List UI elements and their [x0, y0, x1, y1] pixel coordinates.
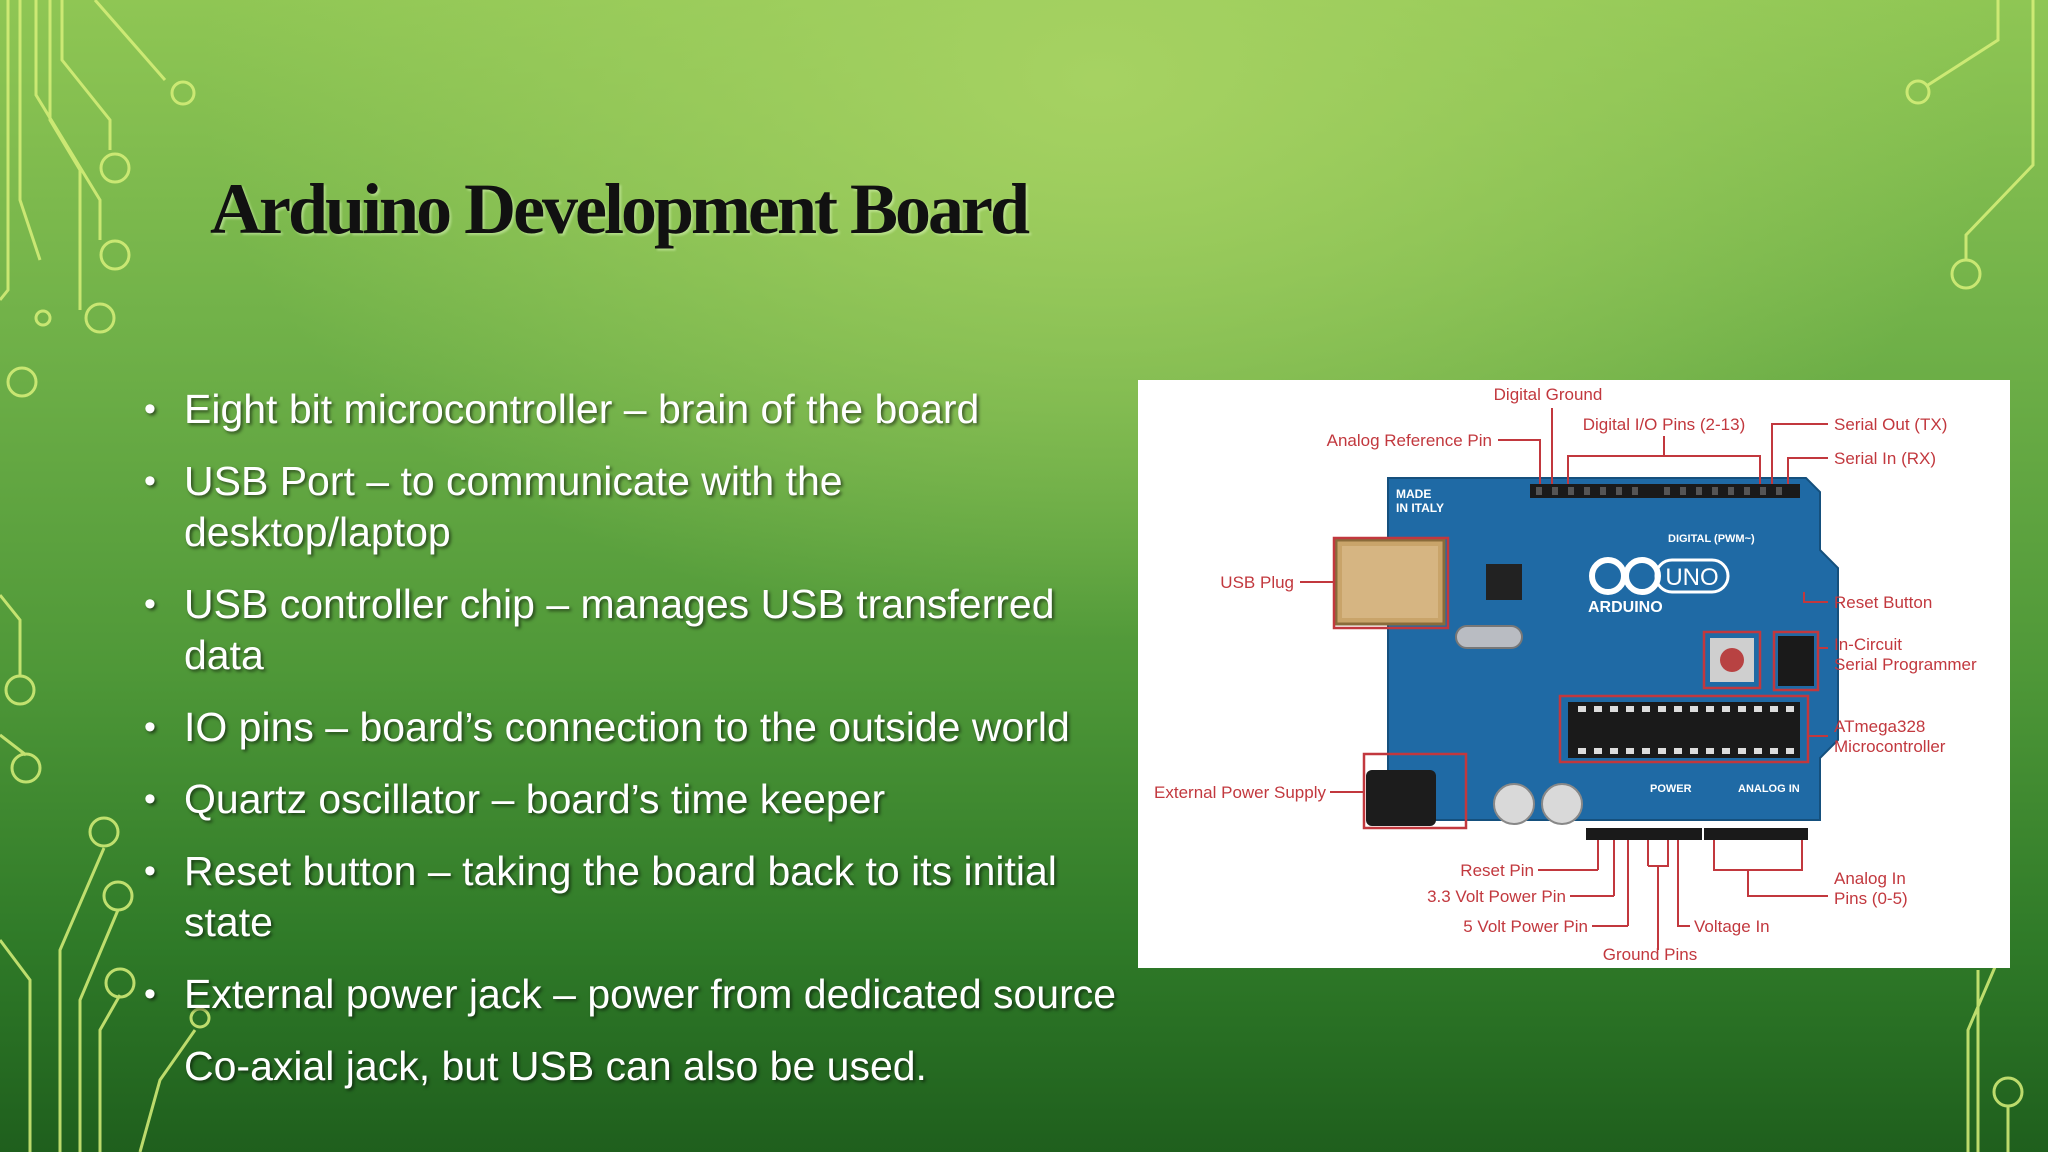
- label-ground-pins: Ground Pins: [1603, 945, 1698, 964]
- label-serial-in: Serial In (RX): [1834, 449, 1936, 468]
- label-mcu-1: ATmega328: [1834, 717, 1925, 736]
- bullet-item: USB controller chip – manages USB transf…: [140, 579, 1120, 681]
- label-icsp-1: In-Circuit: [1834, 635, 1902, 654]
- made-in-text-1: MADE: [1396, 487, 1431, 501]
- label-external-power-supply: External Power Supply: [1154, 783, 1326, 802]
- board-pcb: [1387, 477, 1839, 821]
- circuit-decoration-left: [0, 0, 211, 1152]
- bullet-item: External power jack – power from dedicat…: [140, 969, 1120, 1020]
- capacitor: [1493, 783, 1535, 825]
- power-marking: POWER: [1650, 783, 1692, 795]
- circuit-decoration-right: [1905, 0, 2035, 1152]
- usb-controller-chip: [1486, 564, 1522, 600]
- label-usb-plug: USB Plug: [1220, 573, 1294, 592]
- label-reset-button: Reset Button: [1834, 593, 1932, 612]
- board-brand-text: ARDUINO: [1588, 599, 1663, 616]
- arduino-board-diagram: UNO ARDUINO MADE IN ITALY DIGITAL (PWM~)…: [1138, 380, 2010, 968]
- slide-title: Arduino Development Board: [210, 169, 1030, 249]
- label-analog-reference-pin: Analog Reference Pin: [1327, 431, 1492, 450]
- label-mcu-2: Microcontroller: [1834, 737, 1946, 756]
- label-digital-io-pins: Digital I/O Pins (2-13): [1583, 415, 1746, 434]
- capacitor: [1541, 783, 1583, 825]
- power-jack: [1366, 770, 1436, 826]
- bullet-item: IO pins – board’s connection to the outs…: [140, 702, 1120, 753]
- analog-marking: ANALOG IN: [1738, 783, 1800, 795]
- atmega-chip: [1568, 702, 1800, 758]
- label-reset-pin: Reset Pin: [1460, 861, 1534, 880]
- icsp-header: [1778, 636, 1814, 686]
- bullet-list: Eight bit microcontroller – brain of the…: [140, 384, 1120, 1113]
- label-analog-in-2: Pins (0-5): [1834, 889, 1908, 908]
- made-in-text-2: IN ITALY: [1396, 501, 1444, 515]
- label-5v-power-pin: 5 Volt Power Pin: [1463, 917, 1588, 936]
- bullet-subitem: Co-axial jack, but USB can also be used.: [184, 1043, 927, 1089]
- digital-marking: DIGITAL (PWM~): [1668, 533, 1755, 545]
- label-voltage-in: Voltage In: [1694, 917, 1770, 936]
- bullet-item: Quartz oscillator – board’s time keeper: [140, 774, 1120, 825]
- quartz-oscillator: [1455, 625, 1523, 649]
- bullet-item: Eight bit microcontroller – brain of the…: [140, 384, 1120, 435]
- bullet-item: USB Port – to communicate with the deskt…: [140, 456, 1120, 558]
- board-model-text: UNO: [1665, 564, 1718, 591]
- label-serial-out: Serial Out (TX): [1834, 415, 1947, 434]
- label-icsp-2: Serial Programmer: [1834, 655, 1977, 674]
- bullet-item: Reset button – taking the board back to …: [140, 846, 1120, 948]
- label-analog-in-1: Analog In: [1834, 869, 1906, 888]
- power-header: [1586, 828, 1702, 840]
- analog-header: [1704, 828, 1808, 840]
- label-digital-ground: Digital Ground: [1494, 385, 1603, 404]
- arduino-board-svg: UNO ARDUINO MADE IN ITALY DIGITAL (PWM~)…: [1154, 385, 1977, 964]
- label-3v3-power-pin: 3.3 Volt Power Pin: [1427, 887, 1566, 906]
